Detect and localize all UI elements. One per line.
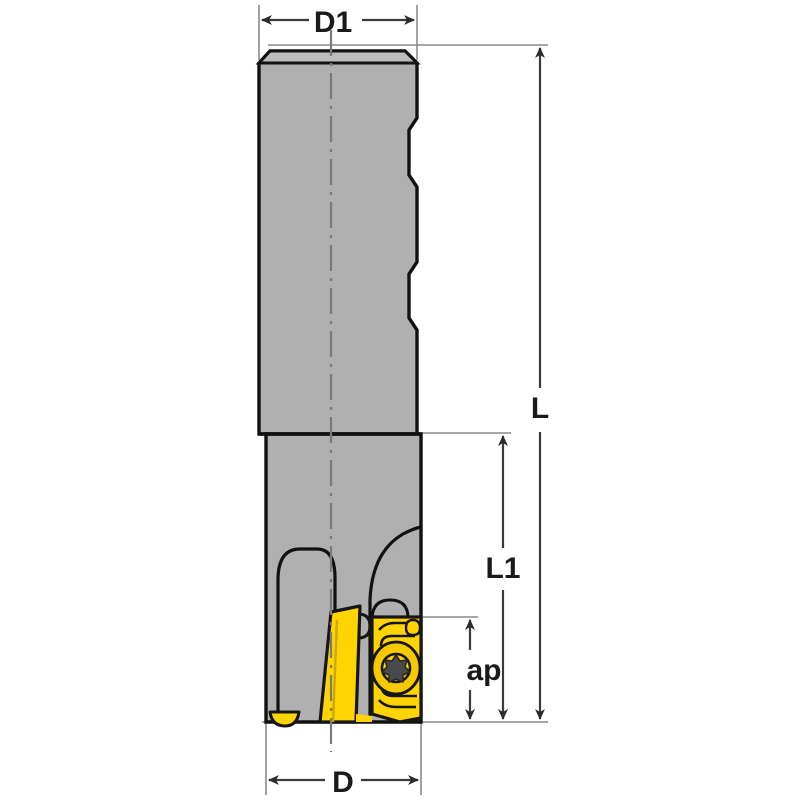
chip-flute-right — [368, 525, 421, 722]
dim-label-l1: L1 — [485, 552, 520, 585]
shank-top-chamfer — [255, 49, 421, 65]
cylindrical-shank — [257, 49, 419, 436]
insert-right-chipbreaker-inner — [379, 634, 415, 647]
insert-right-chipbreaker-lower — [378, 699, 416, 709]
dimension-d: D — [268, 766, 419, 799]
dim-label-ap: ap — [466, 654, 501, 687]
insert-right-corner-node — [404, 618, 422, 637]
insert-left-seat-pin — [357, 612, 372, 640]
dim-label-d1: D1 — [314, 6, 352, 39]
torx-screw-icon — [381, 654, 411, 683]
insert-seat-arc-right — [370, 598, 410, 621]
insert-left-facet — [331, 619, 339, 723]
dimension-l: L — [531, 47, 549, 720]
dim-label-d: D — [332, 766, 354, 799]
insert-bottom-tip — [268, 710, 301, 728]
dim-label-l: L — [531, 392, 549, 425]
insert-left-bottom-sliver — [356, 714, 372, 722]
dimension-l1: L1 — [485, 435, 521, 720]
dimension-d1: D1 — [261, 6, 415, 39]
dimension-ap: ap — [465, 619, 502, 720]
chip-flute-left — [276, 547, 337, 722]
